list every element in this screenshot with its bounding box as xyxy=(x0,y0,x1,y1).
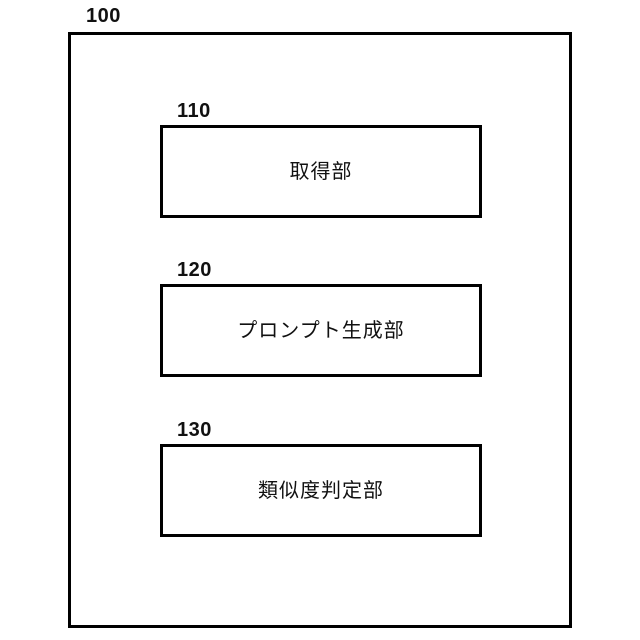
block-120-box: プロンプト生成部 xyxy=(160,284,482,377)
block-120-ref-label: 120 xyxy=(177,259,212,281)
block-110-label: 取得部 xyxy=(289,160,353,183)
block-130-label: 類似度判定部 xyxy=(258,479,384,502)
outer-box: 110 取得部 120 プロンプト生成部 130 類似度判定部 xyxy=(68,32,572,628)
block-130-ref-label: 130 xyxy=(177,419,212,441)
block-110-box: 取得部 xyxy=(160,125,482,218)
block-120-label: プロンプト生成部 xyxy=(237,319,405,342)
block-130-box: 類似度判定部 xyxy=(160,444,482,537)
outer-box-ref-label: 100 xyxy=(86,5,121,27)
block-110-ref-label: 110 xyxy=(177,100,211,122)
